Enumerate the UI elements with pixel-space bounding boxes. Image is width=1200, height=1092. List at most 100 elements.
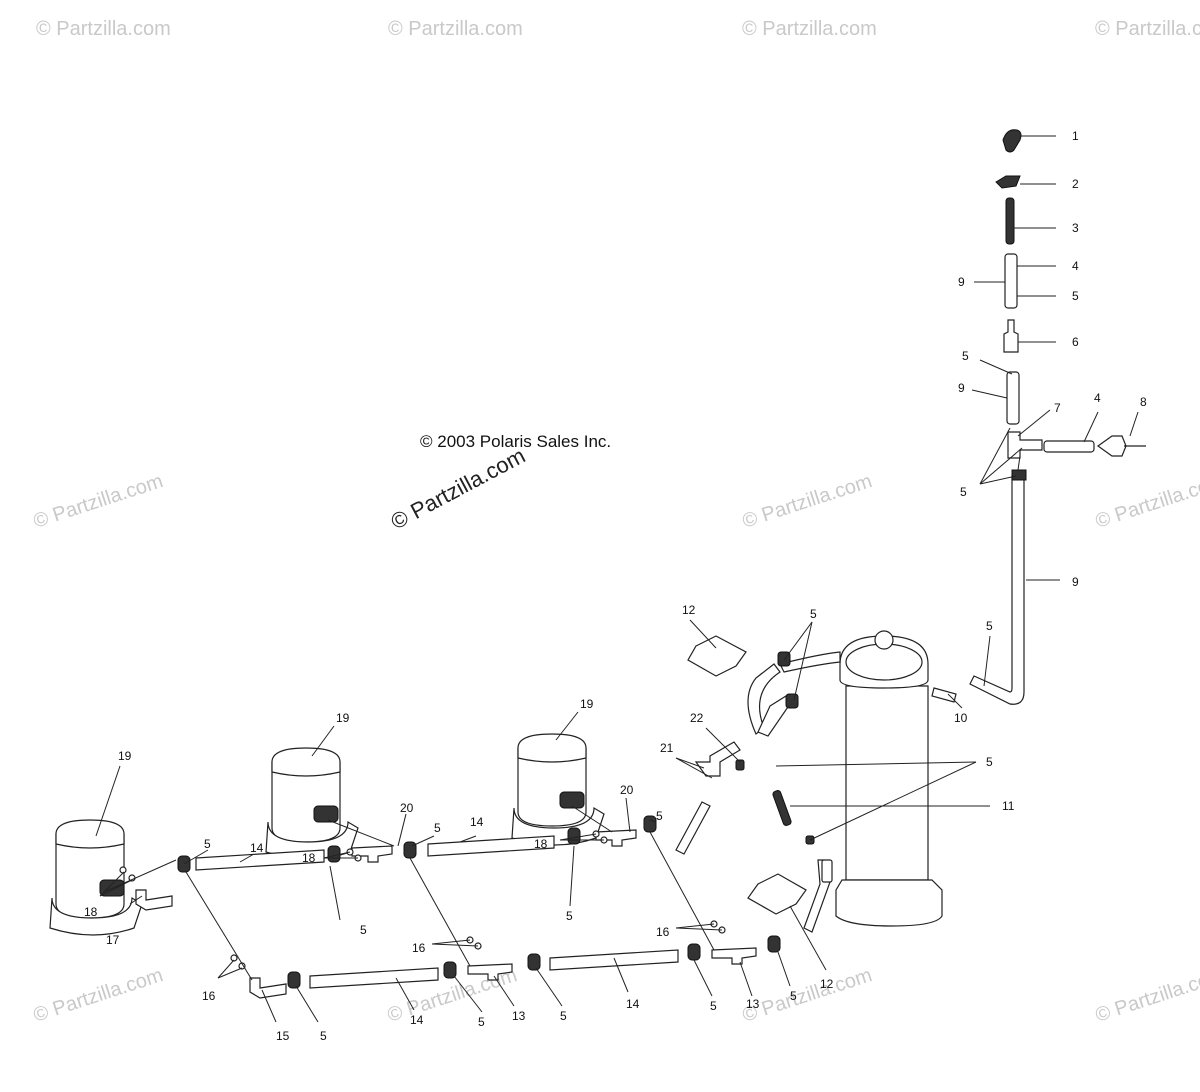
- hose-clamp: [403, 841, 417, 859]
- side-hose: [1043, 440, 1095, 453]
- check-valve: [1003, 319, 1019, 353]
- coupler: [1005, 197, 1015, 245]
- hose-clamp: [527, 953, 541, 971]
- callout: 16: [656, 925, 670, 939]
- leader-lines: [95, 135, 1139, 1023]
- washer-pump-left: [49, 819, 143, 936]
- middle-hose: [1006, 371, 1020, 425]
- watermark-tile: © Partzilla.com: [36, 18, 171, 40]
- callout: 14: [250, 841, 264, 855]
- watermark-tile: © Partzilla.com: [31, 964, 166, 1027]
- pump-cap: [55, 819, 125, 849]
- callout: 5: [360, 923, 367, 937]
- elbow-fitting: [931, 687, 957, 703]
- hose-clamp: [567, 827, 581, 845]
- hose: [427, 835, 555, 857]
- drain-valve: [1096, 435, 1146, 457]
- callout: 2: [1072, 177, 1079, 191]
- elbow-fitting: [249, 977, 287, 999]
- watermark-tile: © Partzilla.com: [742, 18, 877, 40]
- washer-pump-right: [511, 733, 605, 846]
- callout: 15: [276, 1029, 290, 1043]
- pump-cap: [271, 747, 341, 777]
- tank-body: [845, 685, 929, 881]
- short-hose: [1004, 253, 1018, 309]
- callout: 14: [470, 815, 484, 829]
- callout-labels: 1 2 3 4 5 9 6 5 9 7 4 8 5 9 5 10 12 5 22…: [84, 129, 1147, 1043]
- callout: 5: [320, 1029, 327, 1043]
- hose-clamp: [767, 935, 781, 953]
- filler-line-assembly: [931, 129, 1146, 705]
- reservoir-tank: [747, 630, 943, 933]
- callout: 5: [566, 909, 573, 923]
- long-hose: [969, 475, 1025, 705]
- watermark-tile: © Partzilla.com: [1095, 18, 1200, 40]
- watermark-tile: © Partzilla.com: [1093, 964, 1200, 1027]
- watermark-tile: © Partzilla.com: [1093, 470, 1200, 533]
- callout: 5: [710, 999, 717, 1013]
- callout: 14: [410, 1013, 424, 1027]
- watermark-tile: © Partzilla.com: [388, 18, 523, 40]
- watermark-tile: © Partzilla.com: [740, 964, 875, 1027]
- hose-clamp: [287, 971, 301, 989]
- callout: 5: [962, 349, 969, 363]
- callout: 4: [1072, 259, 1079, 273]
- callout: 10: [954, 711, 968, 725]
- hose-clamp: [327, 845, 341, 863]
- hoses: [195, 835, 679, 989]
- coupler: [772, 790, 792, 826]
- nut: [995, 175, 1021, 189]
- callout: 12: [682, 603, 696, 617]
- watermark-tiles: © Partzilla.com © Partzilla.com © Partzi…: [31, 18, 1200, 1027]
- tee-fitting: [1007, 431, 1043, 459]
- pump-outlet: [559, 791, 585, 809]
- watermark-tile: © Partzilla.com: [31, 470, 166, 533]
- callout: 5: [790, 989, 797, 1003]
- callout: 18: [84, 905, 98, 919]
- tank-base: [835, 879, 943, 927]
- callout: 8: [1140, 395, 1147, 409]
- callout: 5: [986, 619, 993, 633]
- o-ring: [230, 954, 238, 962]
- callout: 5: [1072, 289, 1079, 303]
- callout: 5: [656, 809, 663, 823]
- callout: 17: [106, 933, 120, 947]
- callout: 18: [534, 837, 548, 851]
- callout: 16: [202, 989, 216, 1003]
- callout: 1: [1072, 129, 1079, 143]
- tank-cap: [874, 630, 894, 650]
- washer-pump-middle: [265, 747, 359, 860]
- hose-clamp: [785, 693, 799, 709]
- callout: 18: [302, 851, 316, 865]
- callout: 5: [560, 1009, 567, 1023]
- callout: 12: [820, 977, 834, 991]
- hose: [309, 967, 439, 989]
- callout: 3: [1072, 221, 1079, 235]
- callout: 13: [746, 997, 760, 1011]
- tank-outlet: [821, 859, 833, 883]
- hose-clamp: [735, 759, 745, 771]
- callout: 21: [660, 741, 674, 755]
- callout: 5: [434, 821, 441, 835]
- callout: 7: [1054, 401, 1061, 415]
- o-ring: [119, 866, 127, 874]
- callout: 20: [400, 801, 414, 815]
- callout: 11: [1002, 799, 1015, 813]
- callout: 9: [958, 381, 965, 395]
- tee-fitting: [467, 963, 513, 981]
- callout: 13: [512, 1009, 526, 1023]
- watermark-center: © Partzilla.com: [387, 443, 530, 535]
- callout: 5: [204, 837, 211, 851]
- pump-base: [49, 896, 143, 936]
- tank-upper-hose: [779, 651, 841, 673]
- hose-clamp: [443, 961, 457, 979]
- copyright-text: © 2003 Polaris Sales Inc.: [420, 432, 611, 451]
- hose: [549, 949, 679, 971]
- hose-clamp: [687, 943, 701, 961]
- callout: 19: [336, 711, 350, 725]
- callout: 16: [412, 941, 426, 955]
- hose: [195, 849, 325, 871]
- callout: 19: [580, 697, 594, 711]
